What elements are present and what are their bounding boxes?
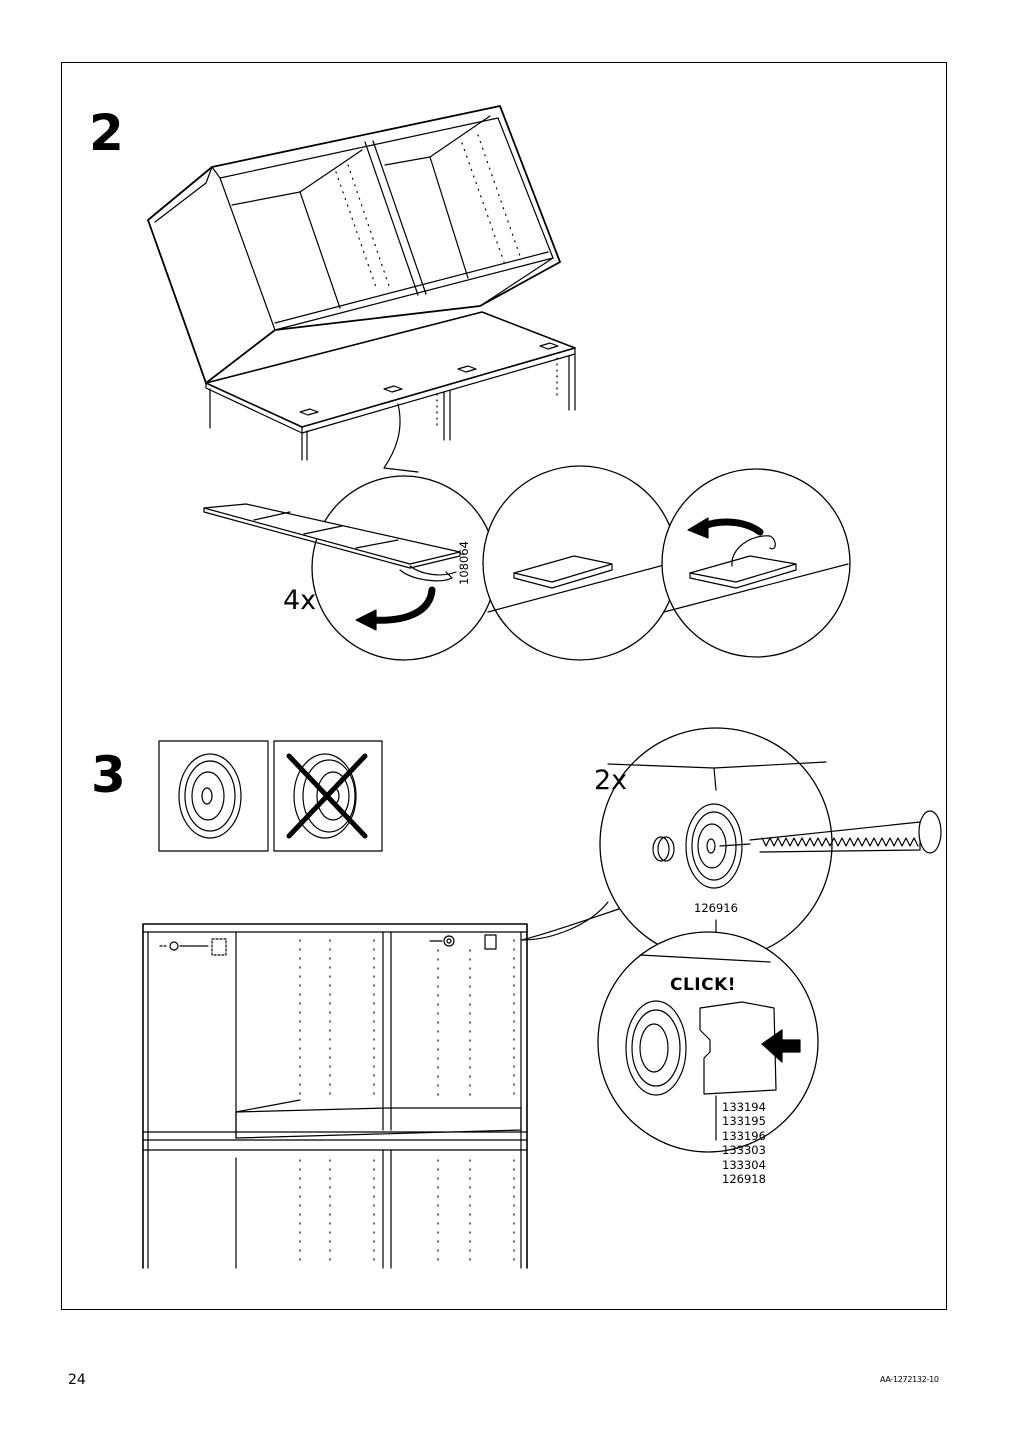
compatible-parts-list: 133194 133195 133196 133303 133304 12691… <box>722 1100 766 1186</box>
part-number: 133303 <box>722 1143 766 1158</box>
upper-unit-illustration <box>147 105 561 384</box>
step-3-number: 3 <box>91 746 126 804</box>
screw-washer-detail <box>599 727 942 961</box>
pad-placed-detail <box>482 465 678 661</box>
step-2-number: 2 <box>89 104 124 162</box>
part-number: 126918 <box>722 1172 766 1187</box>
step-2-part-number: 108064 <box>457 541 471 585</box>
shelf-unit-illustration <box>142 923 528 1269</box>
click-label: CLICK! <box>670 975 737 995</box>
step-3-quantity: 2x <box>594 765 628 796</box>
page-number: 24 <box>68 1372 86 1388</box>
part-number: 133195 <box>722 1114 766 1129</box>
incorrect-washer-box <box>273 740 383 852</box>
part-number: 133196 <box>722 1128 766 1143</box>
felt-pad-sheet-detail <box>203 475 497 661</box>
part-number: 133194 <box>722 1100 766 1114</box>
base-unit-illustration <box>205 311 576 461</box>
peel-backing-detail <box>661 468 851 658</box>
document-id: AA-1272132-10 <box>880 1375 939 1384</box>
instruction-frame <box>61 62 947 1310</box>
correct-washer-box <box>158 740 269 852</box>
part-number: 133304 <box>722 1157 766 1172</box>
step-2-quantity: 4x <box>283 585 317 616</box>
cap-click-detail <box>597 931 819 1153</box>
screw-part-number: 126916 <box>694 901 738 915</box>
